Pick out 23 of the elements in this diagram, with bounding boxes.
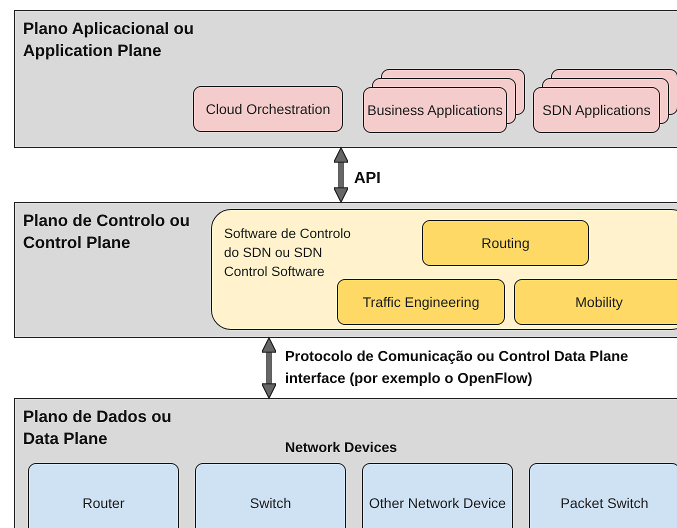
group-heading: Network Devices [285,439,398,455]
module-box: Routing [422,220,589,266]
plane-band [14,202,677,338]
plane-band [14,10,677,148]
card-label: SDN Applications [542,101,651,119]
double-arrow [261,337,277,399]
software-panel [211,209,677,330]
module-box: Mobility [514,279,677,325]
module-box: Packet Switch [529,463,677,528]
card-stack [533,69,677,133]
card-label: Business Applications [367,101,503,119]
card-stack [363,69,525,133]
module-box: Switch [195,463,346,528]
module-box: Router [28,463,179,528]
module-box: Cloud Orchestration [193,86,343,132]
module-box: Other Network Device [362,463,513,528]
plane-title: Plano Aplicacional ou Application Plane [23,19,195,62]
double-arrow [333,147,349,203]
plane-band [14,398,677,528]
plane-title: Plano de Dados ou Data Plane [23,407,173,450]
plane-title: Plano de Controlo ou Control Plane [23,211,191,254]
module-box: Traffic Engineering [337,279,505,325]
panel-title: Software de Controlo do SDN ou SDN Control Software [224,225,352,281]
